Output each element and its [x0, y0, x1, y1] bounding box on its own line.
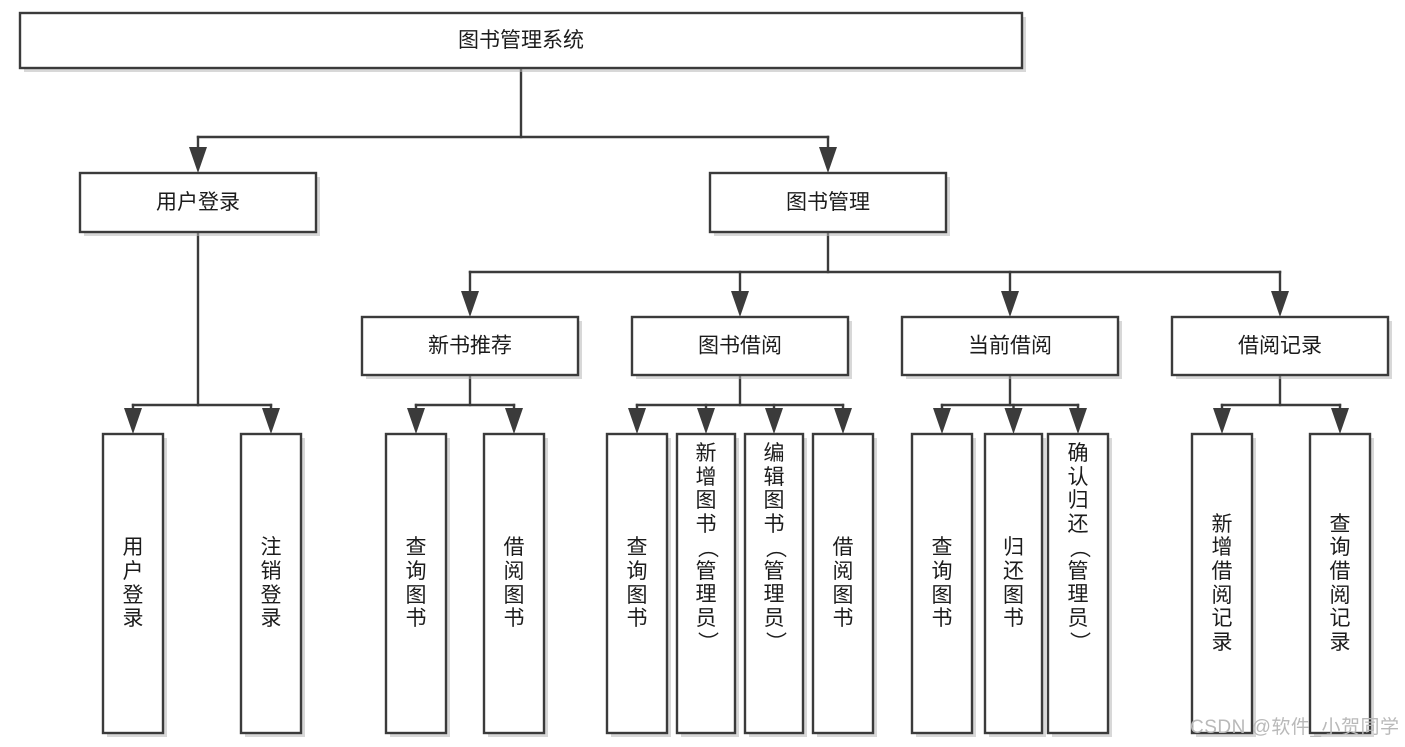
arrow-book_borrow-leaf-3	[834, 408, 852, 434]
node-box-leaf_borrow_book_2[interactable]	[811, 432, 875, 735]
node-box-leaf_query_record[interactable]	[1308, 432, 1372, 735]
arrow-root-to-user-login	[189, 147, 207, 173]
node-box-borrow_record[interactable]	[1170, 315, 1390, 377]
arrow-book_borrow-leaf-1	[697, 408, 715, 434]
node-box-leaf_borrow_book_1[interactable]	[482, 432, 546, 735]
arrow-book-manage-child-0	[461, 291, 479, 317]
node-box-leaf_query_book_2[interactable]	[605, 432, 669, 735]
node-box-root[interactable]	[18, 11, 1024, 70]
arrow-current_borrow-leaf-0	[933, 408, 951, 434]
arrow-book-manage-child-1	[731, 291, 749, 317]
arrow-book-manage-child-2	[1001, 291, 1019, 317]
node-box-current_borrow[interactable]	[900, 315, 1120, 377]
arrow-book-manage-child-3	[1271, 291, 1289, 317]
node-box-leaf_query_book_3[interactable]	[910, 432, 974, 735]
arrow-user-login-leaf-1	[262, 408, 280, 434]
node-label-borrow_record: 借阅记录	[1238, 335, 1322, 358]
arrow-current_borrow-leaf-2	[1069, 408, 1087, 434]
connector-layer	[124, 66, 1349, 434]
node-box-leaf_confirm_return[interactable]	[1046, 432, 1110, 735]
node-box-book_borrow[interactable]	[630, 315, 850, 377]
node-label-book_manage: 图书管理	[786, 191, 870, 214]
node-box-leaf_user_login[interactable]	[101, 432, 165, 735]
node-label-user_login: 用户登录	[156, 191, 240, 214]
arrow-current_borrow-leaf-1	[1004, 408, 1023, 434]
node-label-book_borrow: 图书借阅	[698, 335, 782, 358]
node-box-new_book_rec[interactable]	[360, 315, 580, 377]
node-box-leaf_query_book_1[interactable]	[384, 432, 448, 735]
node-box-leaf_logout[interactable]	[239, 432, 303, 735]
arrow-new_book_rec-leaf-0	[407, 408, 425, 434]
arrow-book_borrow-leaf-2	[765, 408, 783, 434]
node-box-user_login[interactable]	[78, 171, 318, 234]
node-box-book_manage[interactable]	[708, 171, 948, 234]
node-label-new_book_rec: 新书推荐	[428, 335, 512, 358]
arrow-user-login-leaf-0	[124, 408, 142, 434]
node-label-current_borrow: 当前借阅	[968, 335, 1052, 358]
arrow-root-to-book-manage	[819, 147, 837, 173]
arrow-borrow_record-leaf-1	[1331, 408, 1349, 434]
node-box-leaf_edit_book[interactable]	[743, 432, 805, 735]
node-box-leaf_add_book[interactable]	[675, 432, 737, 735]
node-box-leaf_add_record[interactable]	[1190, 432, 1254, 735]
arrow-new_book_rec-leaf-1	[505, 408, 523, 434]
node-box-leaf_return_book[interactable]	[983, 432, 1044, 735]
node-label-root: 图书管理系统	[458, 29, 584, 52]
arrow-book_borrow-leaf-0	[628, 408, 646, 434]
node-box-layer	[18, 11, 1392, 737]
arrow-borrow_record-leaf-0	[1213, 408, 1231, 434]
